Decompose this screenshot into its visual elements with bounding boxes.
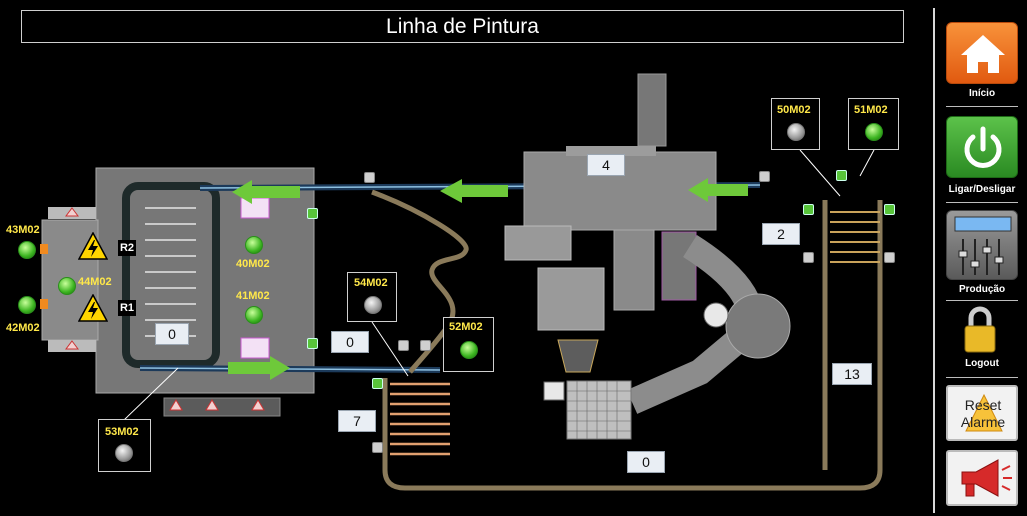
mixer-icon: [954, 216, 1012, 275]
motor-43m02-tag: [40, 244, 48, 254]
motor-53m02-label: 53M02: [105, 426, 139, 438]
motor-53m02-lamp: [115, 444, 133, 462]
nav-separator: [946, 377, 1018, 378]
indicator-load: [372, 378, 383, 389]
motor-40m02-label: 40M02: [236, 258, 270, 270]
r2-tag: R2: [118, 240, 136, 256]
motor-43m02-label: 43M02: [6, 224, 40, 236]
motor-54m02-lamp: [364, 296, 382, 314]
nav-separator: [946, 300, 1018, 301]
indicator-cool-3: [803, 252, 814, 263]
reset-alarm-button[interactable]: Reset Alarme: [946, 385, 1018, 441]
motor-42m02-lamp: [18, 296, 36, 314]
flow-arrow-right: [228, 356, 290, 380]
indicator-tank-bottom: [307, 338, 318, 349]
powder-booth: [566, 380, 632, 440]
power-toggle-button[interactable]: [946, 116, 1018, 178]
indicator-cool-2: [884, 204, 895, 215]
motor-54m02-label: 54M02: [354, 277, 388, 289]
reset-alarm-line-2: Alarme: [960, 414, 1006, 430]
motor-50m02-label: 50M02: [777, 104, 811, 116]
counter-loading: 7: [338, 410, 376, 432]
indicator-cool-1: [803, 204, 814, 215]
logout-label: Logout: [965, 358, 999, 369]
motor-41m02-label: 41M02: [236, 290, 270, 302]
counter-return: 13: [832, 363, 872, 385]
counter-left-cabin: 0: [155, 323, 189, 345]
motor-41m02-lamp: [245, 306, 263, 324]
indicator-load-2: [372, 442, 383, 453]
high-voltage-icon: [78, 232, 108, 260]
reset-alarm-line-1: Reset: [964, 397, 1002, 413]
indicator-mid-1: [398, 340, 409, 351]
indicator-51: [836, 170, 847, 181]
r1-tag: R1: [118, 300, 136, 316]
motor-52m02-label: 52M02: [449, 321, 483, 333]
power-toggle-label: Ligar/Desligar: [948, 184, 1016, 195]
megaphone-icon: [961, 459, 1012, 497]
nav-separator: [946, 106, 1018, 107]
sidebar-divider: [933, 8, 935, 513]
logout-button[interactable]: [962, 304, 998, 356]
motor-51m02-lamp: [865, 123, 883, 141]
counter-cooling: 2: [762, 223, 800, 245]
nav-separator: [946, 202, 1018, 203]
counter-middle: 0: [331, 331, 369, 353]
home-label: Início: [968, 88, 996, 99]
indicator-track-2: [759, 171, 770, 182]
motor-44m02-lamp: [58, 277, 76, 295]
motor-42m02-label: 42M02: [6, 322, 40, 334]
pretreatment-conveyor: [122, 182, 220, 368]
home-button[interactable]: [946, 22, 1018, 84]
home-icon: [961, 35, 1005, 73]
indicator-tank-top: [307, 208, 318, 219]
flow-arrow-left-1: [232, 180, 300, 204]
indicator-mid-2: [420, 340, 431, 351]
motor-51m02-panel: 51M02: [848, 98, 899, 150]
reset-alarm-label: Reset Alarme: [948, 397, 1018, 431]
motor-40m02-lamp: [245, 236, 263, 254]
indicator-cool-4: [884, 252, 895, 263]
warning-icon: [965, 393, 1003, 432]
power-icon: [964, 126, 1002, 168]
motor-52m02-panel: 52M02: [443, 317, 494, 372]
motor-50m02-panel: 50M02: [771, 98, 820, 150]
motor-53m02-panel: 53M02: [98, 419, 151, 472]
high-voltage-icon: [78, 294, 108, 322]
motor-54m02-panel: 54M02: [347, 272, 397, 322]
flow-arrow-left-2: [440, 179, 508, 203]
pretreatment-tank: [95, 167, 315, 394]
indicator-track-1: [364, 172, 375, 183]
counter-oven: 4: [587, 154, 625, 176]
motor-44m02-label: 44M02: [78, 276, 112, 288]
flow-arrow-left-3: [688, 178, 748, 202]
production-button[interactable]: [946, 210, 1018, 280]
production-label: Produção: [958, 284, 1006, 295]
motor-50m02-lamp: [787, 123, 805, 141]
motor-52m02-lamp: [460, 341, 478, 359]
padlock-icon: [964, 306, 996, 353]
motor-42m02-tag: [40, 299, 48, 309]
counter-bottom-center: 0: [627, 451, 665, 473]
motor-51m02-label: 51M02: [854, 104, 888, 116]
motor-43m02-lamp: [18, 241, 36, 259]
alarm-horn-button[interactable]: [946, 450, 1018, 506]
page-title: Linha de Pintura: [21, 10, 904, 43]
